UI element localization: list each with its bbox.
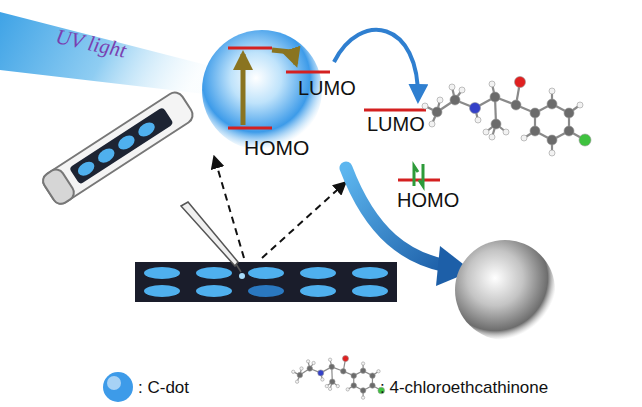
excitation-arrow bbox=[241, 54, 246, 125]
orbital-label: HOMO bbox=[397, 190, 459, 210]
well bbox=[300, 267, 336, 279]
quench-arrow bbox=[346, 168, 446, 266]
wells bbox=[144, 267, 388, 297]
test-pen bbox=[40, 89, 196, 207]
relaxation-arrow bbox=[272, 50, 296, 64]
energy-level bbox=[286, 71, 330, 74]
well bbox=[196, 285, 232, 297]
well bbox=[352, 267, 388, 279]
swatch-highlight bbox=[107, 376, 121, 390]
dashed-arrow bbox=[262, 182, 346, 258]
legend-swatch bbox=[103, 372, 133, 402]
orbital-label: HOMO bbox=[244, 137, 309, 158]
legend-molecule bbox=[292, 356, 385, 400]
well bbox=[144, 267, 180, 279]
legend-text: : C-dot bbox=[138, 379, 189, 396]
electron-up bbox=[414, 166, 418, 186]
energy-level bbox=[228, 127, 272, 130]
electron-down bbox=[419, 164, 423, 186]
well bbox=[248, 285, 284, 297]
molecule bbox=[422, 77, 591, 157]
well bbox=[300, 285, 336, 297]
well bbox=[196, 267, 232, 279]
uv-beam bbox=[0, 12, 222, 96]
well bbox=[352, 285, 388, 297]
quenched-dot bbox=[455, 240, 555, 340]
dropper bbox=[181, 202, 245, 279]
orbital-label: LUMO bbox=[298, 78, 356, 98]
energy-level bbox=[228, 47, 272, 50]
energy-level bbox=[364, 109, 426, 112]
well bbox=[248, 267, 284, 279]
legend-text: : 4-chloroethcathinone bbox=[380, 379, 548, 396]
well-plate bbox=[135, 262, 397, 302]
orbital-label: LUMO bbox=[367, 114, 425, 134]
well bbox=[144, 285, 180, 297]
dashed-arrow bbox=[214, 156, 244, 258]
